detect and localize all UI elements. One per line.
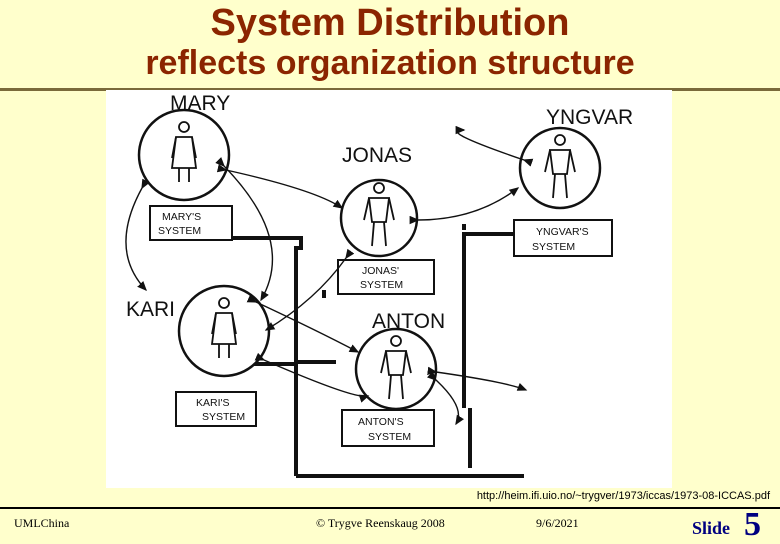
arrow-jonas-kari bbox=[264, 248, 355, 331]
arrow-kari-anton-lower bbox=[254, 352, 370, 403]
kari-system-box bbox=[175, 391, 257, 427]
person-name-yngvar: YNGVAR bbox=[546, 106, 633, 129]
yngvar-system-box bbox=[513, 219, 613, 257]
mary-circle bbox=[137, 108, 231, 202]
slide-title: System Distribution bbox=[210, 2, 570, 44]
anton-figure-icon bbox=[380, 335, 412, 400]
anton-system-line2: SYSTEM bbox=[368, 431, 411, 443]
anton-system-line1: ANTON'S bbox=[358, 416, 404, 428]
arrow-kari-anton bbox=[246, 294, 360, 353]
jonas-system-line1: JONAS' bbox=[362, 265, 399, 277]
jonas-system-line2: SYSTEM bbox=[360, 279, 403, 291]
mary-system-line2: SYSTEM bbox=[158, 225, 201, 237]
mary-system-line1: MARY'S bbox=[162, 211, 201, 223]
slide-label: Slide bbox=[692, 518, 731, 538]
slide-subtitle: reflects organization structure bbox=[145, 44, 635, 82]
arrow-mary-jonas bbox=[216, 164, 344, 209]
arrow-anton-system bbox=[426, 371, 465, 426]
arrow-yngvar-left bbox=[455, 125, 534, 167]
mary-figure-icon bbox=[170, 121, 198, 182]
title-divider bbox=[0, 88, 780, 91]
footer-left: UMLChina bbox=[14, 516, 70, 530]
source-url: http://heim.ifi.uio.no/~trygver/1973/icc… bbox=[476, 490, 770, 502]
person-name-jonas: JONAS bbox=[342, 144, 412, 167]
slide-number: 5 bbox=[744, 506, 761, 543]
footer-date: 9/6/2021 bbox=[536, 516, 579, 530]
organization-diagram: MARY JONAS YNGVAR KARI ANTON MARY'S SYST… bbox=[106, 90, 672, 488]
kari-circle bbox=[177, 284, 271, 378]
arrow-anton-right bbox=[427, 366, 528, 391]
person-name-kari: KARI bbox=[126, 298, 175, 321]
kari-system-line1: KARI'S bbox=[196, 397, 230, 409]
yngvar-figure-icon bbox=[544, 134, 576, 199]
footer-copyright: © Trygve Reenskaug 2008 bbox=[316, 516, 445, 530]
jonas-figure-icon bbox=[363, 182, 395, 247]
jonas-circle bbox=[339, 178, 419, 258]
person-name-mary: MARY bbox=[170, 92, 230, 115]
person-name-anton: ANTON bbox=[372, 310, 445, 333]
diagram-svg: MARY JONAS YNGVAR KARI ANTON MARY'S SYST… bbox=[125, 92, 633, 478]
yngvar-system-line2: SYSTEM bbox=[532, 241, 575, 253]
yngvar-circle bbox=[518, 126, 602, 210]
anton-system-box bbox=[341, 409, 435, 447]
yngvar-system-line1: YNGVAR'S bbox=[536, 226, 589, 238]
arrow-jonas-yngvar bbox=[409, 187, 520, 225]
kari-system-line2: SYSTEM bbox=[202, 411, 245, 423]
footer-divider bbox=[0, 507, 780, 509]
communication-arrows bbox=[125, 125, 534, 426]
arrow-mary-kari-left bbox=[125, 178, 150, 292]
anton-circle bbox=[354, 327, 438, 411]
